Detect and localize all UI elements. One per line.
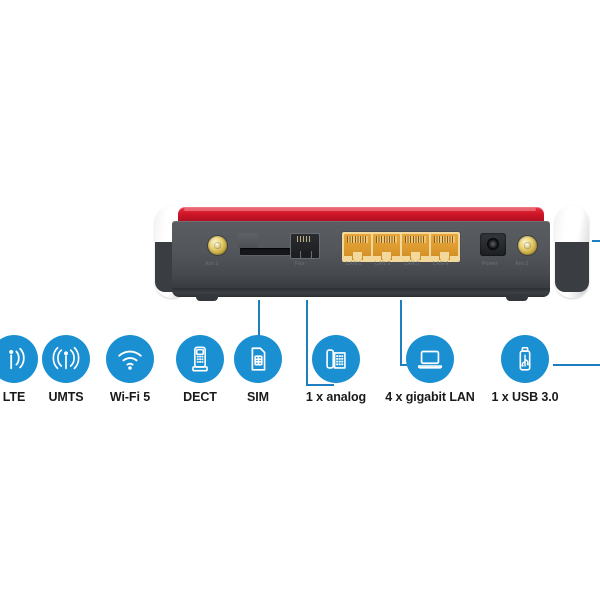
lan-port-4-shoulder-right: [450, 256, 458, 260]
feature-lte-label: LTE: [2, 390, 26, 404]
port-label-ant2: Ant 2: [515, 261, 529, 267]
feature-sim[interactable]: SIM: [210, 335, 306, 404]
sim-slot-plate: [238, 233, 258, 248]
connector-line-right-edge-stub: [592, 240, 600, 242]
connector-line-analog-vertical: [306, 300, 308, 384]
feature-sim-label: SIM: [247, 390, 269, 404]
desk-phone-icon: [312, 335, 360, 383]
lan-port-4-pins: [434, 236, 455, 243]
port-label-lan3: LAN 3: [404, 261, 420, 267]
router-bottom-edge: [172, 288, 550, 297]
router-right-cap-shadow: [555, 242, 589, 292]
lan-port-4-shoulder-left: [431, 256, 439, 260]
feature-usb[interactable]: 1 x USB 3.0: [477, 335, 573, 404]
lan-port-4-latch: [440, 252, 449, 260]
feature-gigabit-lan[interactable]: 4 x gigabit LAN: [382, 335, 478, 404]
port-label-fon: Fon: [295, 261, 305, 267]
lan-port-3-latch: [411, 252, 420, 260]
lan-port-4: [431, 234, 458, 260]
port-label-lan2: LAN 2: [375, 261, 391, 267]
router-foot-left: [196, 294, 218, 301]
lan-port-1-pins: [347, 236, 368, 243]
sim-card-icon: [234, 335, 282, 383]
port-label-ant1: Ant 1: [205, 261, 219, 267]
feature-wifi5-label: Wi-Fi 5: [109, 390, 151, 404]
feature-dect[interactable]: DECT: [152, 335, 248, 404]
lte-signal-icon: [0, 335, 38, 383]
connector-line-lan-vertical: [400, 300, 402, 364]
lan-port-3-pins: [405, 236, 426, 243]
antenna-connector-1-port: [208, 236, 227, 255]
laptop-icon: [406, 335, 454, 383]
antenna-connector-2-port: [518, 236, 537, 255]
connector-line-sim: [258, 300, 260, 360]
dect-handset-icon: [176, 335, 224, 383]
lan-port-2-shoulder-left: [373, 256, 381, 260]
wifi-icon: [106, 335, 154, 383]
router-device-image: Ant 1 Fon: [150, 200, 600, 310]
feature-lte[interactable]: LTE: [0, 335, 62, 404]
lan-port-1-shoulder-right: [363, 256, 371, 260]
port-label-power: Power: [482, 261, 499, 267]
lan-port-1-latch: [353, 252, 362, 260]
lan-port-3-shoulder-right: [421, 256, 429, 260]
feature-wifi5[interactable]: Wi-Fi 5: [82, 335, 178, 404]
umts-signal-icon: [42, 335, 90, 383]
gigabit-lan-port-bank: [342, 232, 460, 262]
lan-port-2-latch: [382, 252, 391, 260]
feature-analog-phone[interactable]: 1 x analog: [288, 335, 384, 404]
lan-port-1-shoulder-left: [344, 256, 352, 260]
analog-fon-port: [290, 233, 320, 259]
port-label-lan1: LAN 1: [346, 261, 362, 267]
power-jack-port: [480, 233, 506, 256]
port-label-lan4: LAN 4: [433, 261, 449, 267]
feature-usb-label: 1 x USB 3.0: [491, 390, 559, 404]
feature-umts[interactable]: UMTS: [18, 335, 114, 404]
lan-port-3: [402, 234, 429, 260]
feature-icon-row: LTE UMTS: [0, 335, 600, 415]
feature-umts-label: UMTS: [48, 390, 84, 404]
lan-port-2-shoulder-right: [392, 256, 400, 260]
router-foot-right: [506, 294, 528, 301]
feature-analog-phone-label: 1 x analog: [305, 390, 367, 404]
feature-gigabit-lan-label: 4 x gigabit LAN: [385, 390, 475, 404]
connector-line-analog-horizontal: [306, 384, 334, 386]
router-red-top-stripe: [178, 207, 544, 223]
lan-port-2: [373, 234, 400, 260]
lan-port-3-shoulder-left: [402, 256, 410, 260]
feature-dect-label: DECT: [183, 390, 217, 404]
lan-port-2-pins: [376, 236, 397, 243]
sim-card-slot: [240, 248, 296, 255]
router-stripe-highlight: [184, 208, 536, 211]
usb-stick-icon: [501, 335, 549, 383]
connector-line-usb: [553, 364, 600, 366]
lan-port-1: [344, 234, 371, 260]
